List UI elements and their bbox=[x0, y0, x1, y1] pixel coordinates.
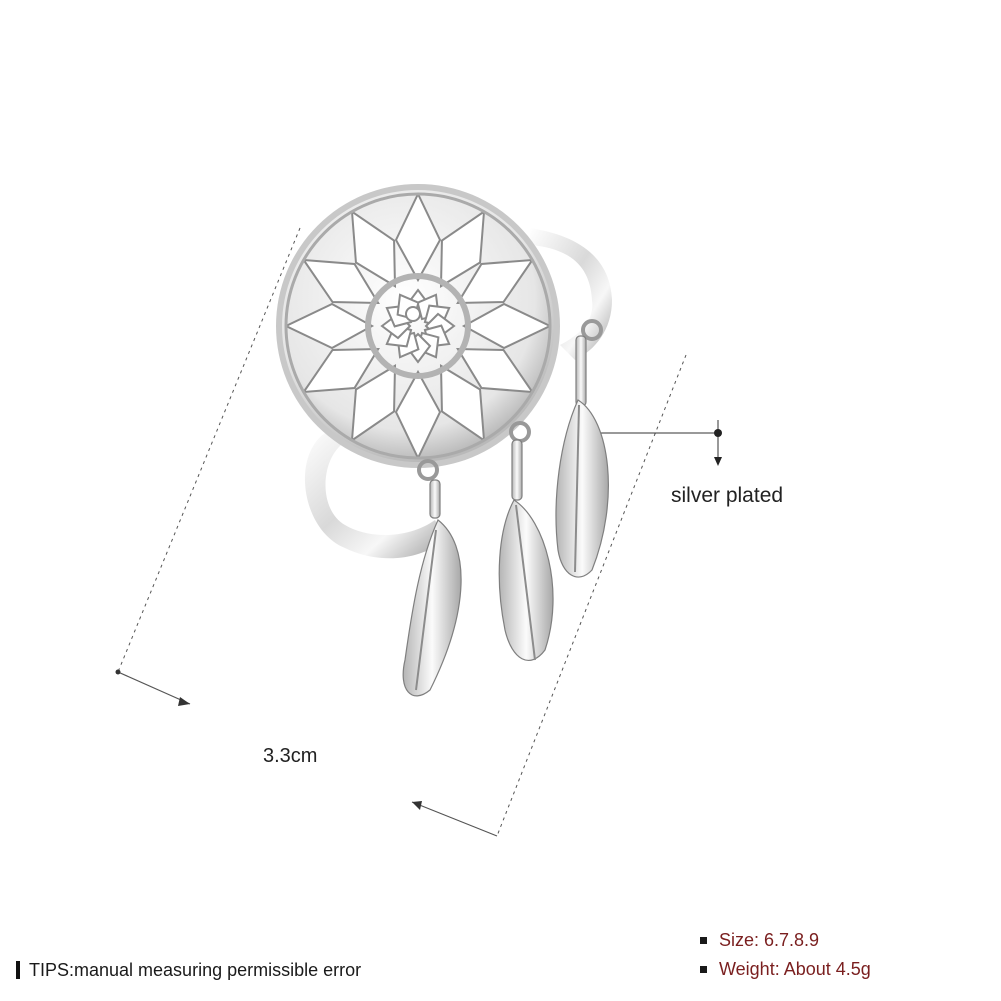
dreamcatcher-disc bbox=[276, 184, 560, 468]
feather-middle bbox=[498, 421, 554, 661]
ring-band bbox=[304, 228, 612, 559]
spec-size: Size: 6.7.8.9 bbox=[700, 930, 819, 951]
dimension-guides bbox=[115, 227, 687, 837]
spec-weight: Weight: About 4.5g bbox=[700, 959, 871, 980]
tips-bar-icon bbox=[16, 961, 20, 979]
spec-weight-text: Weight: About 4.5g bbox=[719, 959, 871, 979]
bullet-icon bbox=[700, 966, 707, 973]
bullet-icon bbox=[700, 937, 707, 944]
feather-charms bbox=[402, 319, 609, 697]
material-callout bbox=[590, 420, 722, 466]
material-label: silver plated bbox=[671, 484, 784, 507]
dimension-label: 3.3cm bbox=[263, 745, 318, 767]
tips-text: TIPS:manual measuring permissible error bbox=[29, 959, 362, 980]
tips-note: TIPS:manual measuring permissible error bbox=[16, 959, 361, 981]
spec-size-text: Size: 6.7.8.9 bbox=[719, 930, 820, 950]
feather-right bbox=[555, 319, 609, 578]
feather-left bbox=[402, 459, 462, 697]
